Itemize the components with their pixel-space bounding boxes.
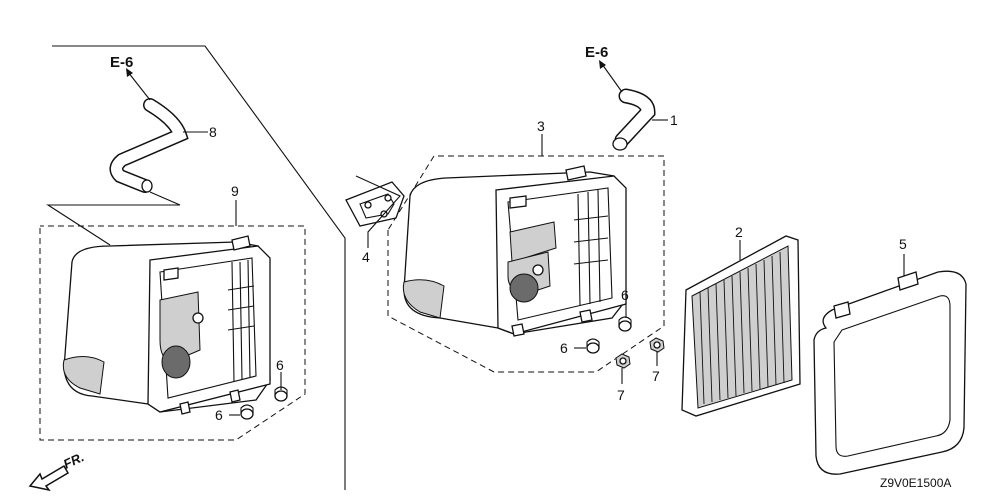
ref-label-e6-right: E-6 bbox=[585, 44, 608, 61]
callout-6b: 6 bbox=[276, 357, 284, 373]
collar-6c[interactable] bbox=[618, 316, 632, 332]
assembly-box-9 bbox=[39, 225, 306, 441]
callout-6d: 6 bbox=[560, 340, 568, 356]
callout-8: 8 bbox=[209, 124, 217, 140]
callout-7b: 7 bbox=[617, 387, 625, 403]
front-direction-arrow bbox=[28, 464, 70, 492]
callout-6c: 6 bbox=[621, 287, 629, 303]
air-cleaner-case-3[interactable] bbox=[402, 165, 627, 337]
front-label: FR. bbox=[61, 449, 86, 471]
callout-4: 4 bbox=[362, 249, 370, 265]
diagram-code: Z9V0E1500A bbox=[880, 476, 951, 490]
arrow-head-right bbox=[599, 60, 606, 69]
breather-tube-8[interactable] bbox=[109, 98, 189, 193]
gasket-4[interactable] bbox=[345, 181, 405, 227]
nut-7b[interactable] bbox=[615, 353, 631, 369]
leader-4 bbox=[355, 175, 401, 248]
callout-1: 1 bbox=[670, 112, 678, 128]
callout-7a: 7 bbox=[652, 368, 660, 384]
arrow-shaft-left bbox=[127, 71, 151, 101]
section-divider-line bbox=[52, 45, 346, 490]
nut-7a[interactable] bbox=[649, 337, 665, 353]
callout-9: 9 bbox=[231, 183, 239, 199]
air-cleaner-case-9[interactable] bbox=[62, 235, 271, 415]
filter-element-2[interactable] bbox=[681, 235, 801, 417]
arrow-head-left bbox=[126, 68, 133, 77]
collar-6a[interactable] bbox=[240, 404, 254, 420]
assembly-box-3 bbox=[387, 155, 665, 373]
ref-label-e6-left: E-6 bbox=[110, 54, 133, 71]
callout-5: 5 bbox=[899, 236, 907, 252]
collar-6d[interactable] bbox=[586, 338, 600, 354]
breather-tube-1[interactable] bbox=[612, 88, 656, 151]
arrow-shaft-right bbox=[601, 63, 623, 93]
air-cleaner-cover-5[interactable] bbox=[813, 270, 967, 475]
callout-2: 2 bbox=[735, 224, 743, 240]
callout-3: 3 bbox=[537, 118, 545, 134]
leader-8-tail bbox=[46, 191, 181, 246]
callout-6a: 6 bbox=[215, 407, 223, 423]
